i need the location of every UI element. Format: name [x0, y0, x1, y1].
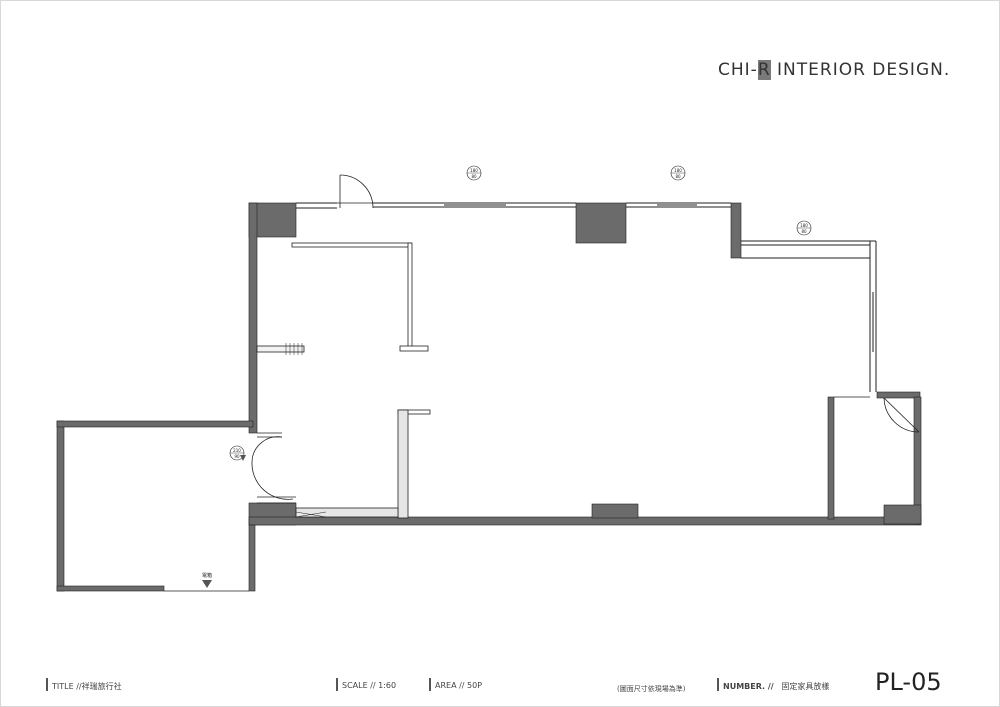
door-tag-sub: 90 [234, 454, 240, 459]
door-left-double [251, 432, 296, 504]
counter-vertical [397, 409, 409, 519]
scale-value: SCALE // 1:60 [342, 681, 397, 690]
wall-right-room-left [827, 396, 835, 520]
electrical-box-label: 電箱 [202, 572, 212, 579]
partition-vertical [407, 242, 413, 350]
door-top-entrance [337, 174, 374, 209]
window-tag-3-label: 180 [800, 223, 808, 228]
title-value: TITLE //祥瑞旅行社 [52, 682, 122, 691]
brand-logo: CHI-R INTERIOR DESIGN. [718, 60, 950, 80]
area-value: AREA // 50P [435, 681, 483, 690]
window-tag-1-sub: 80 [471, 174, 477, 179]
column-bottom-middle [591, 503, 639, 519]
window-tag-1: 180 80 [466, 165, 482, 181]
window-tag-2-sub: 80 [675, 174, 681, 179]
partition-top [291, 242, 412, 248]
wall-annex-left [56, 420, 65, 592]
column-bottom-right [883, 504, 922, 525]
number-label: NUMBER. // [723, 682, 774, 691]
column-top-middle [575, 202, 627, 244]
window-tag-1-label: 180 [470, 168, 478, 173]
scale-field: SCALE // 1:60 [336, 678, 397, 691]
dimension-note: (圖面尺寸依現場為準) [617, 685, 686, 693]
wall-annex-bottom [56, 585, 165, 592]
number-value: 固定家具放樣 [781, 682, 830, 691]
wall-annex-right [248, 524, 256, 592]
wall-main-left-upper [248, 202, 258, 434]
number-field: NUMBER. // 固定家具放樣 [717, 678, 830, 692]
door-tag: 210 90 [229, 445, 246, 461]
wall-right-room-top [876, 391, 921, 399]
window-tag-2: 180 80 [670, 165, 686, 181]
shelf-hatch [285, 343, 327, 518]
wall-annex-top [56, 420, 254, 428]
brand-highlight: R [757, 60, 771, 80]
plan-number: PL-05 [875, 668, 942, 696]
window-tag-3-sub: 80 [801, 229, 807, 234]
window-tag-2-label: 180 [674, 168, 682, 173]
title-field: TITLE //祥瑞旅行社 [46, 678, 122, 692]
counter-bottom [295, 507, 399, 518]
area-field: AREA // 50P [429, 678, 483, 691]
window-lines [296, 202, 877, 392]
wall-step-right [730, 202, 742, 259]
electrical-box-marker: 電箱 [202, 572, 212, 588]
door-right-room [834, 396, 920, 433]
brand-prefix: CHI- [718, 60, 758, 80]
wall-bottom [248, 516, 922, 526]
shelf-left [256, 345, 305, 353]
door-tag-label: 210 [233, 448, 241, 453]
window-tag-3: 180 80 [796, 220, 812, 236]
partition-end-cap [399, 345, 429, 352]
brand-suffix: INTERIOR DESIGN. [770, 60, 951, 80]
